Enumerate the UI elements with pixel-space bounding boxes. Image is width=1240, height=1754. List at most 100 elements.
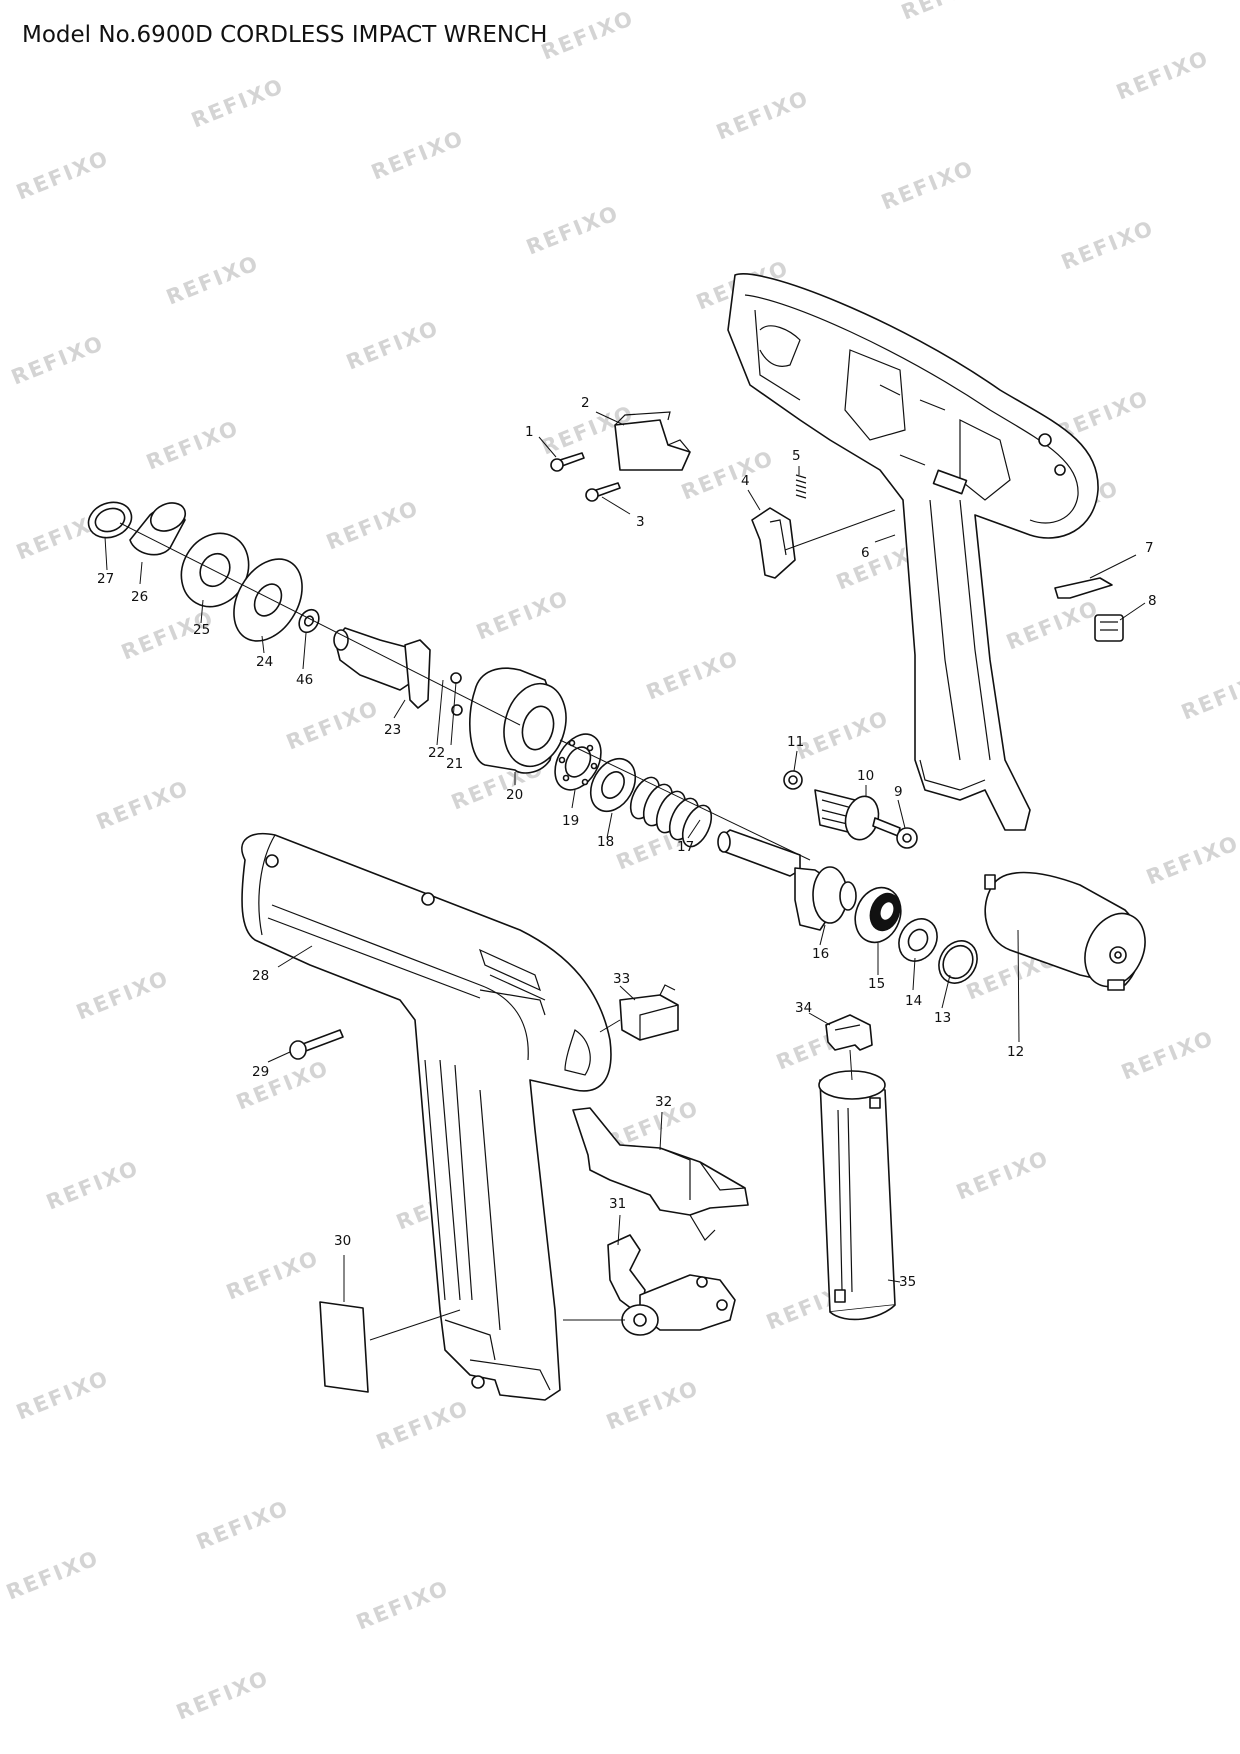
part-8-clip (1094, 614, 1124, 642)
page-title: Model No.6900D CORDLESS IMPACT WRENCH (22, 22, 548, 48)
callout-27: 27 (97, 571, 114, 587)
part-23-anvil (333, 627, 431, 709)
part-26-sleeve (129, 502, 187, 556)
watermark-text: REFIXO (13, 146, 113, 205)
watermark-text: REFIXO (603, 1376, 703, 1435)
watermark-text: REFIXO (953, 1146, 1053, 1205)
watermark-text: REFIXO (1003, 596, 1103, 655)
callout-4: 4 (741, 473, 750, 489)
watermark-text: REFIXO (43, 1156, 143, 1215)
watermark-text: REFIXO (13, 1366, 113, 1425)
watermark-text: REFIXO (73, 966, 173, 1025)
callout-31: 31 (609, 1196, 626, 1212)
part-30-label (319, 1301, 369, 1393)
callout-33: 33 (613, 971, 630, 987)
part-13-ring (938, 940, 978, 984)
part-35-battery (818, 1070, 896, 1321)
watermark-text: REFIXO (1118, 1026, 1218, 1085)
watermark-text: REFIXO (233, 1056, 333, 1115)
callout-2: 2 (581, 395, 590, 411)
watermark-text: REFIXO (8, 331, 108, 390)
callout-28: 28 (252, 968, 269, 984)
part-27-ring (87, 501, 133, 539)
watermark-text: REFIXO (713, 86, 813, 145)
callout-5: 5 (792, 448, 801, 464)
watermark-text: REFIXO (878, 156, 978, 215)
callout-32: 32 (655, 1094, 672, 1110)
callout-46: 46 (296, 672, 313, 688)
callout-16: 16 (812, 946, 829, 962)
part-28-housing-left (241, 833, 612, 1401)
callout-12: 12 (1007, 1044, 1024, 1060)
part-3-screw (585, 482, 621, 502)
callout-30: 30 (334, 1233, 351, 1249)
part-5-spring (795, 474, 807, 499)
callout-3: 3 (636, 514, 645, 530)
part-32-switch (572, 1107, 749, 1241)
watermark-text: REFIXO (323, 496, 423, 555)
watermark-text: REFIXO (1178, 666, 1240, 725)
part-19-ball-ring (554, 733, 602, 791)
watermark-text: REFIXO (368, 126, 468, 185)
watermark-text: REFIXO (473, 586, 573, 645)
callout-35: 35 (899, 1274, 916, 1290)
part-1-screw (550, 452, 585, 472)
part-15-bearing (854, 886, 902, 944)
part-31-lever (607, 1234, 736, 1336)
part-18-washer (589, 757, 637, 813)
part-9-bushing (896, 827, 918, 849)
part-21-ball (451, 704, 463, 716)
watermark-text: REFIXO (538, 6, 638, 65)
callout-numbers: 1 2 3 4 5 6 7 8 9 10 11 12 13 14 15 16 1… (97, 395, 1157, 1290)
callout-6: 6 (861, 545, 870, 561)
part-11-bushing (783, 770, 803, 790)
callout-22: 22 (428, 745, 445, 761)
part-33-switch (619, 984, 679, 1041)
callout-34: 34 (795, 1000, 812, 1016)
callout-19: 19 (562, 813, 579, 829)
callout-8: 8 (1148, 593, 1157, 609)
callout-17: 17 (677, 839, 694, 855)
watermark-text: REFIXO (93, 776, 193, 835)
watermark-text: REFIXO (143, 416, 243, 475)
part-14-washer (898, 918, 938, 962)
callout-11: 11 (787, 734, 804, 750)
watermark-text: REFIXO (188, 74, 288, 133)
leader-lines (104, 411, 1146, 1341)
callout-14: 14 (905, 993, 922, 1009)
callout-26: 26 (131, 589, 148, 605)
callout-1: 1 (525, 424, 534, 440)
part-10-gear (814, 789, 901, 841)
callout-15: 15 (868, 976, 885, 992)
watermark-text: REFIXO (793, 706, 893, 765)
watermark-text: REFIXO (163, 251, 263, 310)
callout-29: 29 (252, 1064, 269, 1080)
callout-7: 7 (1145, 540, 1154, 556)
part-34-terminal (825, 1014, 873, 1051)
watermark-text: REFIXO (173, 1666, 273, 1725)
callout-10: 10 (857, 768, 874, 784)
callout-24: 24 (256, 654, 273, 670)
part-7-plate (1054, 577, 1113, 599)
watermark-text: REFIXO (193, 1496, 293, 1555)
watermark-text: REFIXO (678, 446, 778, 505)
watermark-text: REFIXO (1058, 216, 1158, 275)
watermark-text: REFIXO (283, 696, 383, 755)
watermark-text: REFIXO (3, 1546, 103, 1605)
part-4-lever (751, 507, 796, 579)
part-12-motor (984, 871, 1146, 991)
callout-9: 9 (894, 784, 903, 800)
watermark-text: REFIXO (223, 1246, 323, 1305)
callout-18: 18 (597, 834, 614, 850)
part-16-spindle (717, 829, 857, 931)
part-22-ball (450, 672, 462, 684)
watermark-text: REFIXO (1143, 831, 1240, 890)
part-25-washer (180, 532, 250, 608)
watermark-text: REFIXO (373, 1396, 473, 1455)
part-24-washer (233, 558, 303, 642)
part-20-hammer (469, 667, 567, 774)
watermark-text: REFIXO (353, 1576, 453, 1635)
part-17-spring (629, 776, 713, 848)
